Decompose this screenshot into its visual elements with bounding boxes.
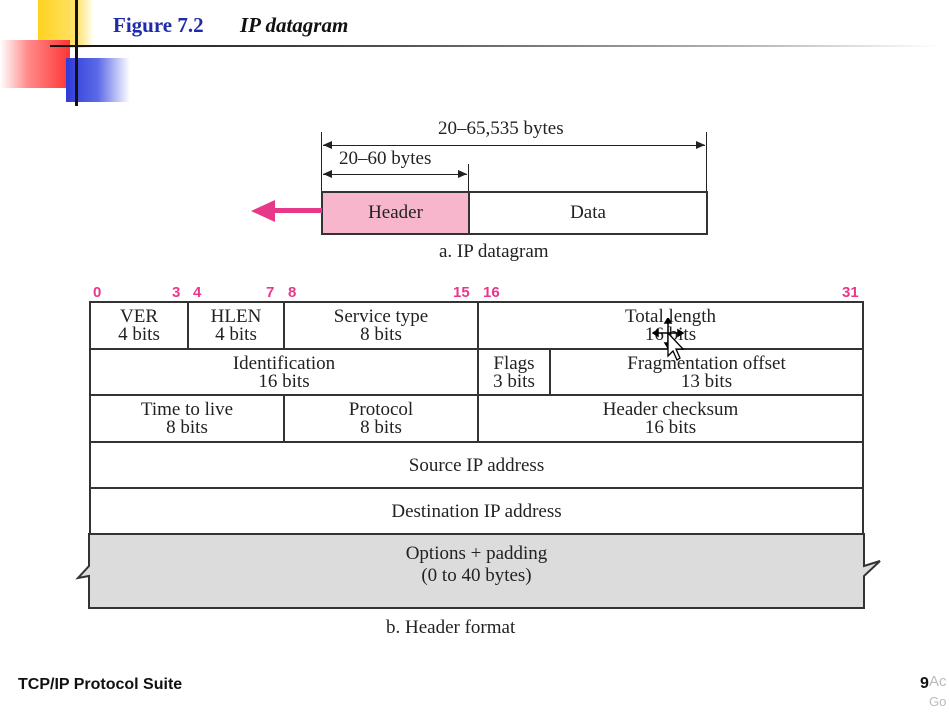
field-header-checksum: Header checksum 16 bits [477, 396, 862, 441]
header-extension-line [468, 164, 469, 192]
move-cursor-icon [652, 318, 685, 361]
header-format-caption: b. Header format [386, 617, 516, 638]
field-time-to-live-size: 8 bits [166, 416, 208, 438]
field-protocol-size: 8 bits [360, 416, 402, 438]
header-row-2: Identification 16 bits Flags 3 bits Frag… [89, 348, 864, 397]
field-source-ip-name: Source IP address [408, 454, 545, 476]
right-extension-line [706, 132, 707, 192]
field-hlen: HLEN 4 bits [187, 303, 283, 348]
field-total-length-size: 16 bits [644, 323, 697, 345]
field-protocol-name: Protocol [348, 398, 414, 420]
field-fragmentation-offset-name: Fragmentation offset [627, 352, 786, 374]
field-fragmentation-offset-size: 13 bits [680, 370, 733, 392]
title-decoration-red [0, 40, 70, 88]
header-row-1: VER 4 bits HLEN 4 bits Service type 8 bi… [89, 301, 864, 350]
title-decoration-vertical-line [75, 0, 78, 106]
field-header-checksum-size: 16 bits [644, 416, 697, 438]
total-dimension-line [323, 145, 705, 146]
title-decoration-horizontal-line [50, 45, 940, 47]
activation-watermark-line1: Ac [929, 673, 947, 690]
field-options-size: (0 to 40 bytes) [421, 565, 532, 586]
field-hlen-name: HLEN [210, 305, 262, 327]
field-fragmentation-offset: Fragmentation offset 13 bits [549, 350, 862, 395]
bit-number-8: 8 [288, 284, 297, 301]
field-flags: Flags 3 bits [477, 350, 549, 395]
pink-arrow-left-icon [251, 200, 275, 222]
pink-arrow-shaft [272, 208, 322, 213]
left-extension-line [321, 132, 322, 192]
activation-watermark-line2: Go [929, 694, 947, 709]
bit-number-15: 15 [453, 284, 470, 301]
field-flags-name: Flags [493, 352, 535, 374]
field-options: Options + padding (0 to 40 bytes) [89, 543, 864, 587]
bit-number-16: 16 [483, 284, 500, 301]
field-ver: VER 4 bits [91, 303, 187, 348]
data-box: Data [468, 191, 708, 235]
total-length-label: 20–65,535 bytes [438, 118, 564, 139]
bit-number-3: 3 [172, 284, 181, 301]
field-header-checksum-name: Header checksum [602, 398, 739, 420]
field-time-to-live-name: Time to live [140, 398, 234, 420]
field-total-length: Total length 16 bits [477, 303, 862, 348]
figure-title: IP datagram [240, 13, 349, 37]
bit-number-4: 4 [193, 284, 202, 301]
field-destination-ip-name: Destination IP address [391, 500, 562, 522]
header-dimension-arrow-left [323, 170, 332, 178]
bit-number-31: 31 [842, 284, 859, 301]
field-flags-size: 3 bits [493, 370, 535, 392]
field-service-type-size: 8 bits [360, 323, 402, 345]
total-dimension-arrow-left [323, 141, 332, 149]
field-identification-name: Identification [232, 352, 336, 374]
page-number: 9 [920, 675, 929, 692]
header-dimension-line [323, 174, 467, 175]
field-identification-size: 16 bits [258, 370, 310, 392]
field-options-name: Options + padding [405, 543, 548, 564]
field-protocol: Protocol 8 bits [283, 396, 477, 441]
field-identification: Identification 16 bits [91, 350, 477, 395]
field-source-ip: Source IP address [91, 443, 862, 488]
datagram-caption: a. IP datagram [439, 241, 549, 262]
field-time-to-live: Time to live 8 bits [91, 396, 283, 441]
bit-number-7: 7 [266, 284, 275, 301]
figure-number: Figure 7.2 [113, 13, 204, 37]
field-hlen-size: 4 bits [215, 323, 257, 345]
field-service-type: Service type 8 bits [283, 303, 477, 348]
field-destination-ip: Destination IP address [91, 489, 862, 534]
header-length-label: 20–60 bytes [339, 148, 432, 169]
field-ver-name: VER [120, 305, 158, 327]
field-ver-size: 4 bits [118, 323, 160, 345]
bit-number-0: 0 [93, 284, 102, 301]
footer-suite-name: TCP/IP Protocol Suite [18, 676, 183, 693]
field-service-type-name: Service type [333, 305, 429, 327]
header-row-source: Source IP address [89, 441, 864, 490]
total-dimension-arrow-right [696, 141, 705, 149]
header-box: Header [321, 191, 470, 235]
field-total-length-name: Total length [624, 305, 716, 327]
header-dimension-arrow-right [458, 170, 467, 178]
